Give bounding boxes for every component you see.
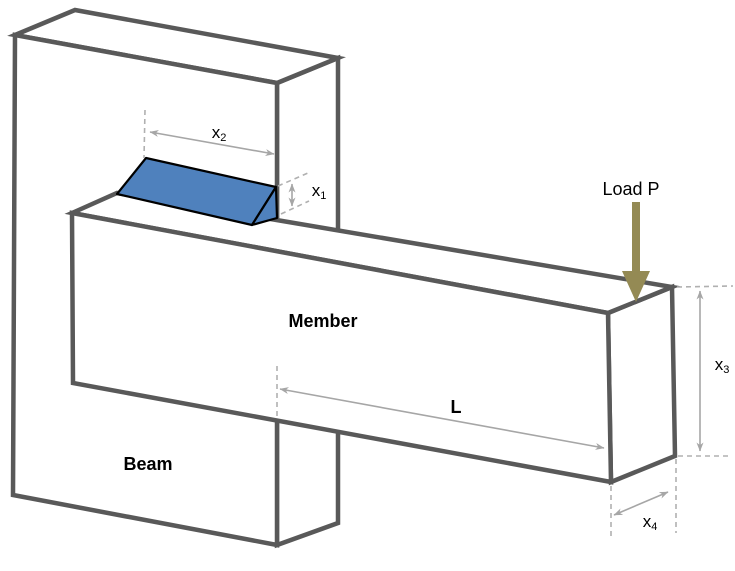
dim-x2-extension-line xyxy=(143,109,146,159)
load-arrow-head xyxy=(622,271,650,302)
dim-x4: x4 xyxy=(610,459,677,536)
load-arrow-group: Load P xyxy=(602,179,660,302)
load-label: Load P xyxy=(602,179,659,199)
dim-x1-label: x1 xyxy=(312,181,327,202)
member-end-face xyxy=(605,283,678,486)
dim-x2-arrow-line xyxy=(149,130,275,156)
beam-label: Beam xyxy=(123,454,172,474)
dim-length-label: L xyxy=(451,397,462,417)
dim-x2: x2 xyxy=(143,109,275,159)
dim-x3-label: x3 xyxy=(715,355,730,376)
dim-x1-extension-upper xyxy=(277,172,309,187)
dim-x3-extension-top xyxy=(676,285,734,288)
dim-length: L xyxy=(276,366,605,450)
weld-shape xyxy=(115,156,279,227)
weld-end-face xyxy=(250,185,279,227)
dim-length-arrow-line xyxy=(279,387,605,450)
dim-x4-label: x4 xyxy=(643,512,658,533)
dim-x1: x1 xyxy=(277,172,327,215)
dim-x2-label: x2 xyxy=(212,123,227,144)
load-arrow-shaft xyxy=(632,202,640,272)
dim-x4-arrow-line xyxy=(613,491,669,516)
member-label: Member xyxy=(288,311,357,331)
dim-x3: x3 xyxy=(676,285,734,457)
